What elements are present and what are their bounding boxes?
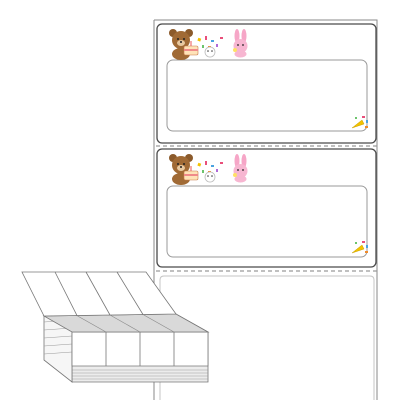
label-3-partial (159, 275, 375, 400)
label-sheet (153, 19, 378, 400)
sheet-edge (154, 19, 378, 400)
yellow-party-popper-icon (351, 116, 368, 129)
teddy-bear-with-cake-icon (169, 154, 199, 185)
label-2 (156, 148, 377, 268)
stack-middle-fold (42, 313, 210, 333)
label-1-frame (166, 59, 368, 132)
fanfold-stack-illustration (21, 271, 210, 383)
confetti-icon (197, 36, 223, 58)
label-2-frame (166, 185, 368, 258)
confetti-icon (197, 161, 223, 183)
label-1 (156, 23, 377, 144)
teddy-bear-with-cake-icon (169, 29, 199, 60)
yellow-party-popper-icon (351, 241, 368, 254)
pink-bunny-icon (233, 154, 248, 183)
stack-top-face (71, 331, 209, 367)
stack-top-sheet (21, 271, 177, 317)
pink-bunny-icon (233, 29, 248, 58)
